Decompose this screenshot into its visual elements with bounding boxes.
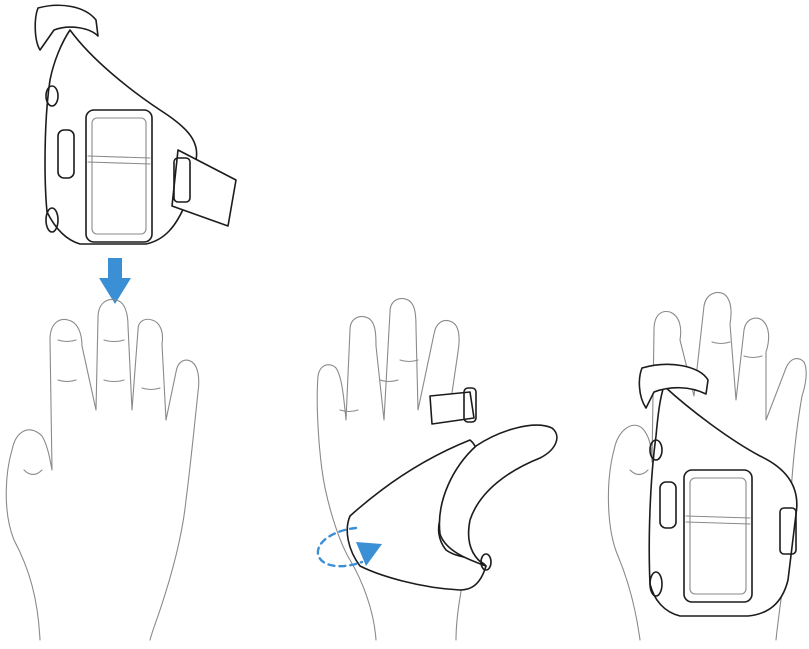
finger-loop (638, 363, 709, 409)
wrist-strap (171, 149, 237, 227)
hand-outline (316, 297, 460, 641)
scanner-frame (683, 469, 753, 603)
side-knob (45, 207, 59, 233)
mounted-device (638, 363, 798, 617)
hand-outline (5, 298, 200, 641)
mount-body (648, 385, 798, 617)
side-button (659, 481, 677, 529)
hand-outline (607, 291, 807, 641)
side-button (57, 129, 75, 179)
loop-clip (463, 387, 477, 423)
rotate-arrow-icon (316, 526, 382, 568)
mount-body (44, 29, 198, 245)
finger-loop (429, 391, 475, 425)
side-knob (649, 439, 663, 461)
scanner-inner (91, 117, 147, 235)
step-3-mounted (607, 291, 807, 641)
step-1-slide-onto-hand (5, 4, 237, 641)
knuckle-crease (57, 379, 77, 383)
knuckle-crease (103, 339, 125, 343)
scanner-inner (689, 477, 747, 595)
mount-palm-side (346, 387, 558, 591)
scanner-frame (85, 109, 153, 243)
scanner-slot-line (87, 155, 151, 159)
strap-buckle (779, 507, 797, 555)
down-arrow-icon (99, 258, 131, 304)
strap-buckle (173, 157, 191, 203)
finger-crease (399, 359, 419, 363)
step-2-secure-strap (316, 297, 558, 641)
side-knob (45, 85, 59, 107)
knuckle-crease (141, 387, 161, 391)
left-hand-outline (5, 298, 200, 641)
finger-loop (34, 4, 99, 51)
knuckle-crease (743, 355, 763, 359)
finger-crease (339, 409, 359, 413)
right-hand-outline (607, 291, 807, 641)
thumb-crease (629, 469, 649, 476)
finger-crease (379, 379, 399, 383)
hand-mount-device (34, 4, 237, 245)
knuckle-crease (711, 341, 731, 345)
side-knob (480, 553, 492, 571)
side-knob (649, 571, 663, 597)
thumb-crease (23, 469, 43, 476)
scanner-slot-line (685, 521, 751, 525)
scanner-slot-line (685, 515, 751, 519)
thumb-shape (438, 424, 558, 567)
knuckle-crease (57, 339, 77, 343)
scanner-slot-line (87, 161, 151, 165)
knuckle-crease (103, 379, 125, 383)
